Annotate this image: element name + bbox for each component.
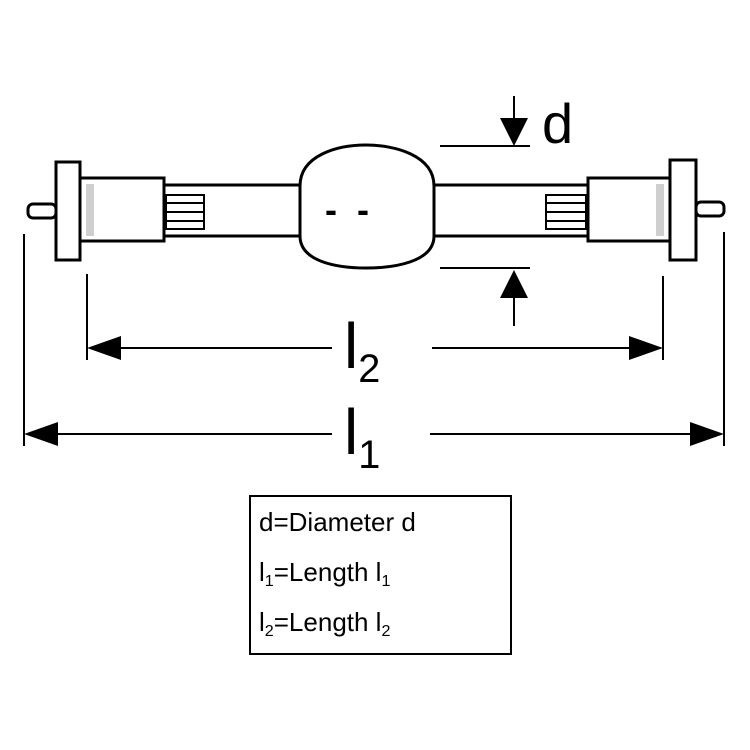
diameter-label: d	[542, 92, 574, 155]
legend-row-length-l2: l2=Length l2	[259, 607, 510, 657]
l1-label: l1	[340, 400, 385, 477]
l2-label-sub: 2	[358, 346, 381, 391]
l1-label-main: l	[344, 396, 359, 468]
legend-l2-text: =Length l	[273, 607, 382, 637]
right-socket-shade	[656, 184, 664, 236]
right-end-cap	[668, 158, 698, 262]
l2-dimension	[86, 274, 664, 360]
legend-l2-symbol-sub: 2	[264, 621, 274, 640]
legend-l1-symbol: l	[259, 557, 265, 587]
legend-l1-text-sub: 1	[381, 571, 391, 590]
legend-l1-text: =Length l	[273, 557, 382, 587]
right-seal-foil	[545, 194, 587, 230]
left-seal-foil	[165, 194, 205, 230]
left-end-cap	[54, 160, 82, 262]
legend-row-diameter: d=Diameter d	[259, 507, 416, 537]
legend-row-length-l1: l1=Length l1	[259, 557, 510, 607]
right-pin	[694, 200, 726, 218]
l2-label-main: l	[344, 310, 359, 382]
left-pin	[26, 202, 58, 220]
left-socket-shade	[86, 184, 94, 236]
l1-dimension	[23, 232, 725, 446]
bulb-electrode-marks: - -	[325, 189, 369, 230]
bulb	[298, 143, 436, 270]
legend-box: d=Diameter d l1=Length l1 l2=Length l2	[249, 495, 512, 655]
legend-l1-symbol-sub: 1	[264, 571, 274, 590]
diameter-dimension	[440, 96, 530, 326]
l2-label: l2	[340, 314, 385, 391]
legend-l2-symbol: l	[259, 607, 265, 637]
l1-label-sub: 1	[358, 432, 381, 477]
legend-l2-text-sub: 2	[381, 621, 391, 640]
